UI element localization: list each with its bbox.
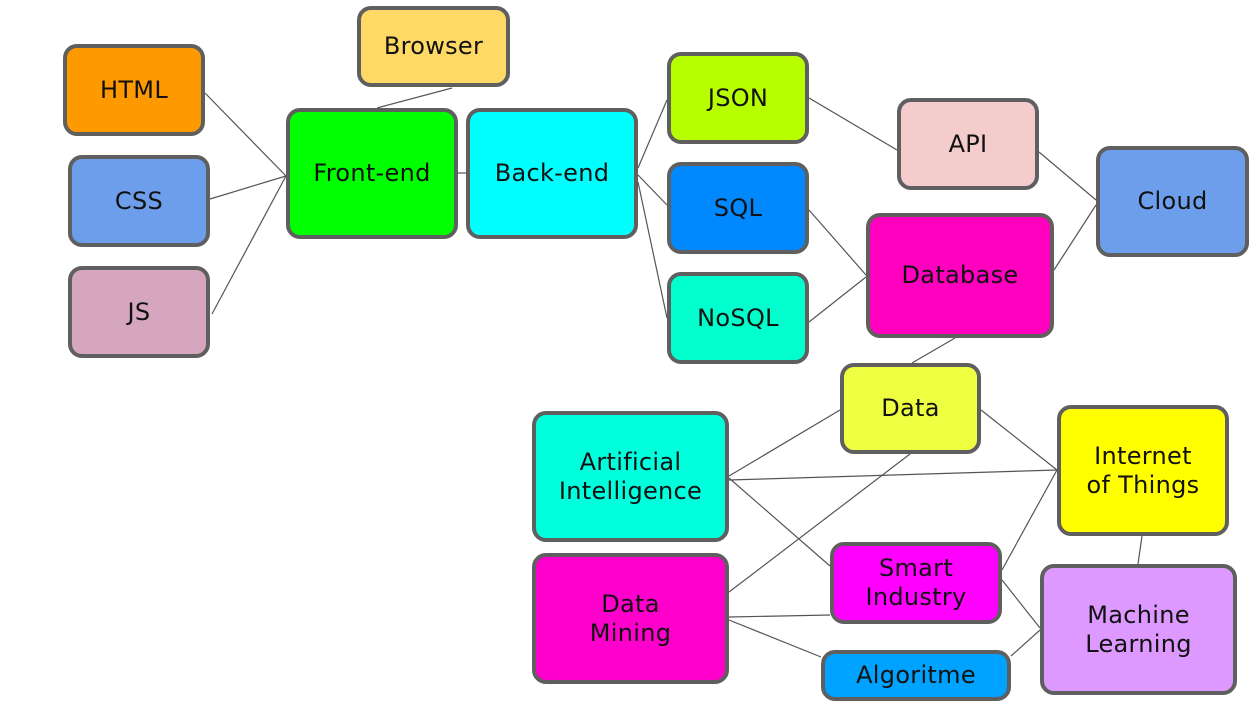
edge-ai-iot — [728, 469, 1058, 481]
edge-backend-nosql — [637, 181, 668, 319]
edge-database-cloud — [1053, 204, 1097, 271]
node-nosql[interactable]: NoSQL — [667, 272, 809, 364]
node-css[interactable]: CSS — [68, 155, 210, 247]
edge-nosql-database — [808, 276, 867, 323]
node-sql[interactable]: SQL — [667, 162, 809, 254]
edge-smart-iot — [1001, 469, 1058, 571]
edge-html-frontend — [204, 92, 287, 177]
edge-algoritme-ml — [1010, 629, 1041, 657]
node-smart-industry[interactable]: Smart Industry — [830, 542, 1002, 624]
edge-json-api — [808, 97, 898, 151]
edge-sql-database — [808, 209, 867, 276]
edge-data-iot — [980, 409, 1058, 471]
edge-database-data — [911, 337, 956, 364]
edge-backend-sql — [637, 174, 668, 206]
node-internet-of-things[interactable]: Internet of Things — [1057, 405, 1229, 536]
node-data[interactable]: Data — [840, 363, 981, 454]
edge-datamining-smart — [728, 614, 831, 618]
node-front-end[interactable]: Front-end — [286, 108, 458, 239]
edge-api-cloud — [1038, 151, 1097, 201]
node-js[interactable]: JS — [68, 266, 210, 358]
node-api[interactable]: API — [897, 98, 1039, 190]
edge-smart-ml — [1001, 579, 1041, 629]
node-json[interactable]: JSON — [667, 52, 809, 144]
node-data-mining[interactable]: Data Mining — [532, 553, 729, 684]
node-machine-learning[interactable]: Machine Learning — [1040, 564, 1237, 695]
node-artificial-intelligence[interactable]: Artificial Intelligence — [532, 411, 729, 542]
edge-ai-smart — [728, 477, 831, 567]
edge-data-ai — [728, 409, 841, 477]
edge-css-frontend — [209, 175, 287, 200]
node-algoritme[interactable]: Algoritme — [821, 650, 1011, 701]
edge-js-frontend — [211, 175, 287, 315]
node-database[interactable]: Database — [866, 213, 1054, 338]
node-html[interactable]: HTML — [63, 44, 205, 136]
edge-datamining-algoritme — [728, 619, 822, 658]
node-cloud[interactable]: Cloud — [1096, 146, 1249, 257]
node-browser[interactable]: Browser — [357, 6, 510, 87]
edge-backend-json — [637, 99, 668, 169]
edge-iot-ml — [1137, 535, 1143, 565]
node-back-end[interactable]: Back-end — [466, 108, 638, 239]
edge-browser-frontend — [376, 87, 453, 109]
